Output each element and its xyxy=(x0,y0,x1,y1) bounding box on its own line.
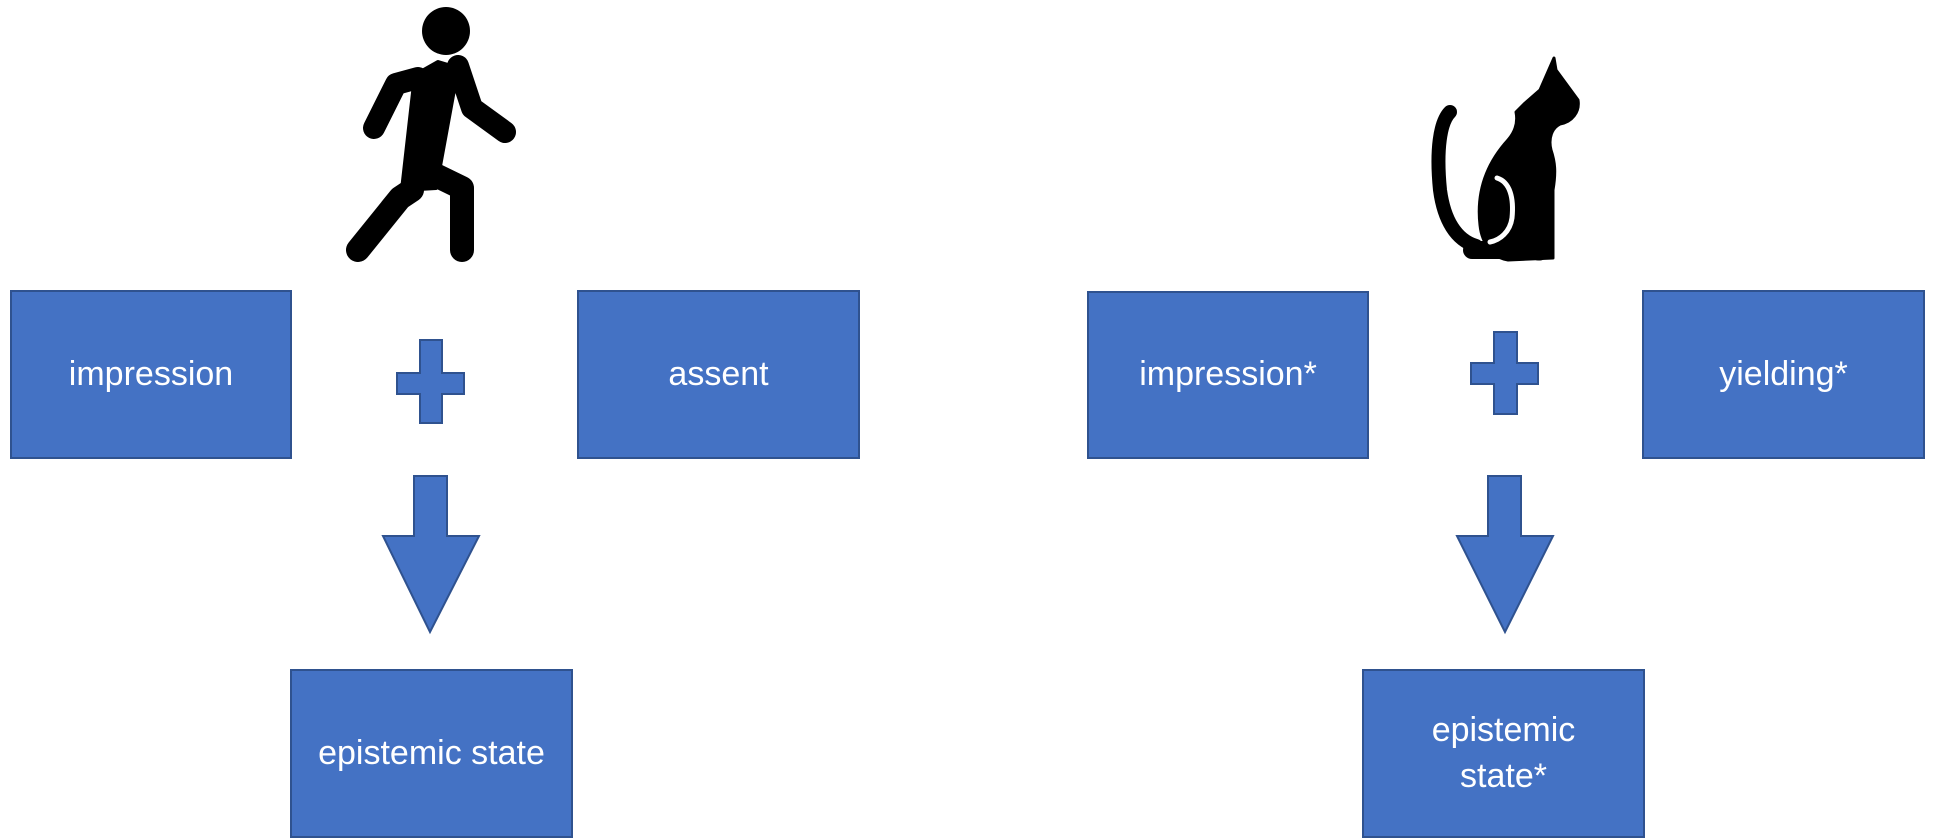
epistemic-state-star-box: epistemic state* xyxy=(1362,669,1645,838)
impression-box: impression xyxy=(10,290,292,459)
yielding-star-label: yielding* xyxy=(1719,354,1848,393)
epistemic-state-label: epistemic state xyxy=(318,733,545,772)
down-arrow-icon xyxy=(1455,475,1555,635)
walking-person-icon xyxy=(346,7,516,262)
plus-icon xyxy=(1470,331,1539,415)
assent-box: assent xyxy=(577,290,860,459)
sitting-cat-icon xyxy=(1431,56,1580,262)
assent-label: assent xyxy=(668,354,769,393)
epistemic-state-box: epistemic state xyxy=(290,669,573,838)
yielding-star-box: yielding* xyxy=(1642,290,1925,459)
plus-icon xyxy=(396,339,465,424)
impression-star-label: impression* xyxy=(1139,355,1317,394)
epistemic-state-star-label: epistemic state* xyxy=(1431,710,1576,795)
down-arrow-icon xyxy=(381,475,481,635)
impression-label: impression xyxy=(68,354,234,393)
impression-star-box: impression* xyxy=(1087,291,1369,459)
